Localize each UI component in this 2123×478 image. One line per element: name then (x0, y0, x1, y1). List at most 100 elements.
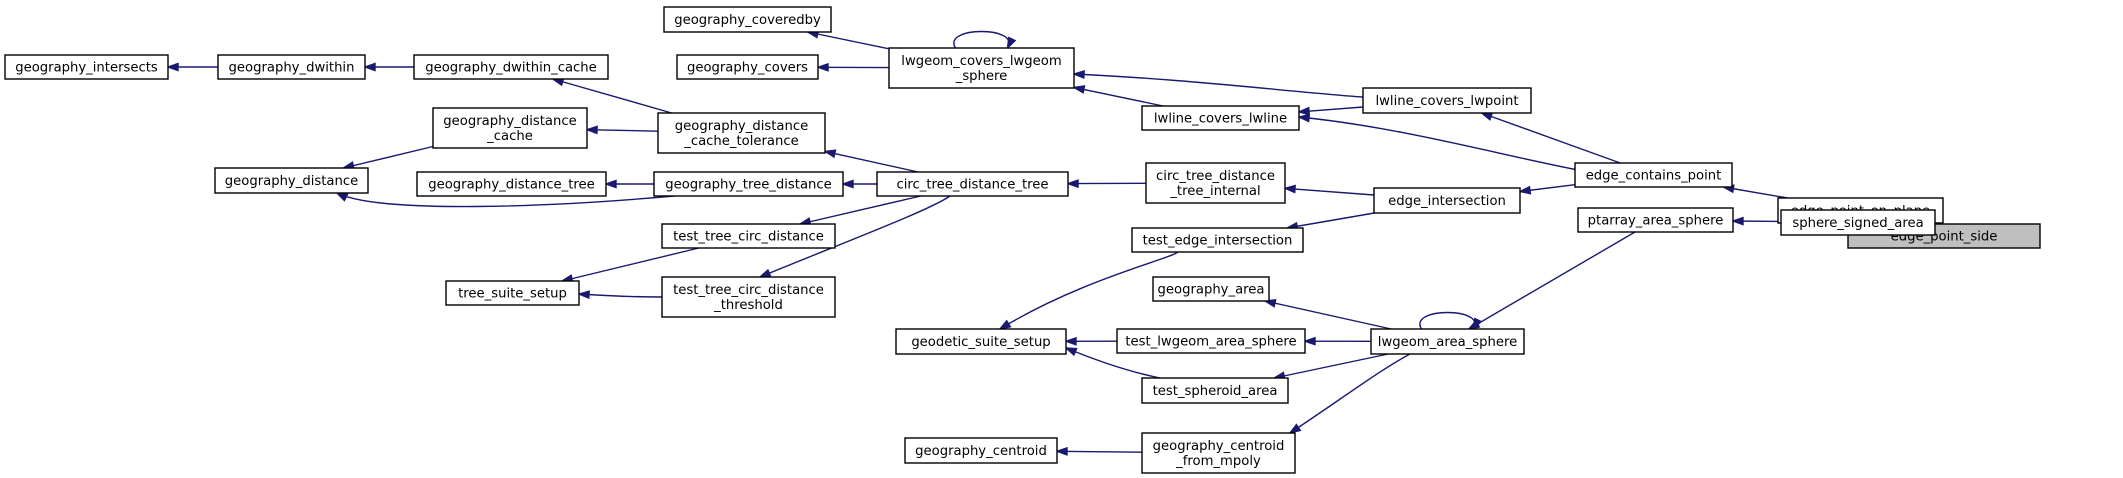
node-geography-centroid[interactable]: geography_centroid (904, 437, 1058, 464)
node-label: test_tree_circ_distance (673, 283, 824, 298)
edge-line (586, 129, 659, 132)
edge-line (336, 192, 675, 208)
node-geography-distance[interactable]: geography_distance (214, 167, 369, 194)
node-test-edge-intersection[interactable]: test_edge_intersection (1131, 227, 1304, 253)
node-box (657, 112, 826, 154)
node-geography-tree-distance[interactable]: geography_tree_distance (653, 171, 844, 197)
node-sphere-signed-area[interactable]: sphere_signed_area (1780, 209, 1936, 236)
node-label: geodetic_suite_setup (911, 335, 1050, 350)
node-label: geography_distance (443, 114, 576, 129)
node-box (4, 54, 169, 80)
node-box (653, 171, 844, 197)
edge-line (1274, 353, 1389, 379)
node-edge-intersection[interactable]: edge_intersection (1373, 187, 1521, 214)
node-tree-suite-setup[interactable]: tree_suite_setup (445, 280, 580, 306)
edge-arrowhead (758, 268, 772, 278)
node-label: geography_intersects (15, 61, 158, 76)
node-geography-coveredby[interactable]: geography_coveredby (663, 6, 832, 33)
edge-lwgeom-covers-lwgeom-sphere-to-lwline-covers-lwpoint (1071, 70, 1364, 98)
edge-line (578, 293, 663, 298)
node-edge-contains-point[interactable]: edge_contains_point (1574, 162, 1733, 188)
edge-lwline-covers-lwline-to-edge-contains-point (1296, 113, 1579, 171)
edge-arrowhead (1288, 423, 1302, 435)
edge-geography-centroid-from-mpoly-to-lwgeom-area-sphere (1288, 353, 1411, 435)
node-geography-covers[interactable]: geography_covers (676, 54, 819, 80)
node-box (895, 328, 1067, 355)
node-lwgeom-area-sphere[interactable]: lwgeom_area_sphere (1370, 328, 1525, 355)
node-geography-distance-cache-tolerance[interactable]: geography_distance_cache_tolerance (657, 112, 826, 154)
node-label: _cache_tolerance (683, 134, 798, 149)
node-label: geography_distance_tree (428, 178, 595, 193)
edge-line (1289, 353, 1411, 434)
node-box (1152, 276, 1270, 302)
edge-lwline-covers-lwline-to-lwline-covers-lwpoint (1296, 106, 1364, 116)
edge-line (343, 145, 434, 169)
edge-tree-suite-setup-to-test-tree-circ-distance-threshold (576, 290, 663, 300)
edge-arrowhead (998, 319, 1012, 331)
edge-line (1298, 106, 1364, 113)
node-label: _tree_internal (1169, 184, 1260, 199)
node-test-tree-circ-distance-threshold[interactable]: test_tree_circ_distance_threshold (661, 276, 836, 318)
edge-line (1723, 186, 1788, 199)
edge-arrowhead (822, 149, 837, 159)
edge-edge-contains-point-to-edge-point-on-plane (1721, 184, 1788, 199)
edge-arrowhead (1296, 106, 1310, 116)
node-label: geography_dwithin (229, 61, 355, 76)
edge-test-spheroid-area-to-lwgeom-area-sphere (1272, 353, 1389, 381)
node-label: geography_coveredby (674, 13, 821, 28)
node-box (1141, 377, 1289, 404)
edge-arrowhead (603, 179, 617, 189)
edge-line (1468, 231, 1636, 330)
edge-geography-coveredby-to-lwgeom-covers-lwgeom-sphere (805, 29, 890, 50)
node-test-spheroid-area[interactable]: test_spheroid_area (1141, 377, 1289, 404)
edge-circ-tree-distance-tree-to-circ-tree-distance-tree-internal (1065, 179, 1147, 189)
edge-line (1284, 187, 1375, 196)
node-box (904, 437, 1058, 464)
node-geodetic-suite-setup[interactable]: geodetic_suite_setup (895, 328, 1067, 355)
node-test-lwgeom-area-sphere[interactable]: test_lwgeom_area_sphere (1116, 328, 1306, 354)
edge-arrowhead (1302, 336, 1316, 346)
node-geography-intersects[interactable]: geography_intersects (4, 54, 169, 80)
node-box (888, 47, 1075, 89)
node-geography-distance-cache[interactable]: geography_distance_cache (432, 107, 588, 149)
node-label: geography_distance (225, 174, 358, 189)
node-lwgeom-covers-lwgeom-sphere[interactable]: lwgeom_covers_lwgeom_sphere (888, 47, 1075, 89)
node-lwline-covers-lwpoint[interactable]: lwline_covers_lwpoint (1362, 87, 1532, 114)
node-geography-dwithin-cache[interactable]: geography_dwithin_cache (413, 54, 609, 80)
edge-line (807, 31, 890, 50)
node-test-tree-circ-distance[interactable]: test_tree_circ_distance (661, 223, 836, 249)
node-layer: edge_point_sideedge_point_on_planesphere… (4, 6, 2041, 474)
edge-arrowhead (1071, 70, 1085, 80)
node-label: geography_covers (687, 61, 808, 76)
node-geography-dwithin[interactable]: geography_dwithin (217, 54, 366, 80)
edge-arrowhead (1479, 112, 1494, 121)
node-circ-tree-distance-tree-internal[interactable]: circ_tree_distance_tree_internal (1145, 162, 1286, 204)
edge-arrowhead (1006, 36, 1017, 50)
edge-arrowhead (1054, 446, 1068, 456)
node-box (1116, 328, 1306, 354)
node-geography-centroid-from-mpoly[interactable]: geography_centroid_from_mpoly (1141, 432, 1296, 474)
node-label: edge_contains_point (1586, 169, 1722, 184)
edge-line (1264, 300, 1392, 330)
node-label: ptarray_area_sphere (1588, 214, 1724, 229)
edge-arrowhead (1296, 113, 1311, 123)
node-geography-area[interactable]: geography_area (1152, 276, 1270, 302)
node-geography-distance-tree[interactable]: geography_distance_tree (416, 171, 607, 197)
node-box (1141, 432, 1296, 474)
node-lwline-covers-lwline[interactable]: lwline_covers_lwline (1141, 105, 1300, 131)
node-ptarray-area-sphere[interactable]: ptarray_area_sphere (1577, 207, 1734, 233)
node-label: _threshold (713, 298, 783, 313)
node-label: _from_mpoly (1175, 454, 1261, 469)
edge-arrowhead (815, 62, 829, 72)
node-label: _sphere (955, 69, 1008, 84)
edge-layer (165, 29, 1938, 456)
edge-geography-distance-cache-tolerance-to-circ-tree-distance-tree (822, 149, 919, 173)
node-circ-tree-distance-tree[interactable]: circ_tree_distance_tree (876, 171, 1069, 197)
node-box (661, 223, 836, 249)
node-box (416, 171, 607, 197)
node-box (432, 107, 588, 149)
node-label: lwgeom_covers_lwgeom (901, 54, 1061, 69)
node-box (1141, 105, 1300, 131)
edge-line (824, 150, 919, 173)
edge-line (953, 30, 1010, 49)
